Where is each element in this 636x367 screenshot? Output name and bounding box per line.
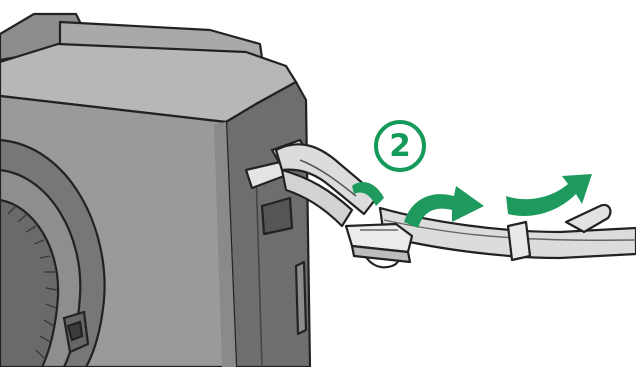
step-number-badge: 2 xyxy=(374,120,426,172)
step-number: 2 xyxy=(389,131,411,162)
curved-arrow-icon xyxy=(506,174,592,216)
